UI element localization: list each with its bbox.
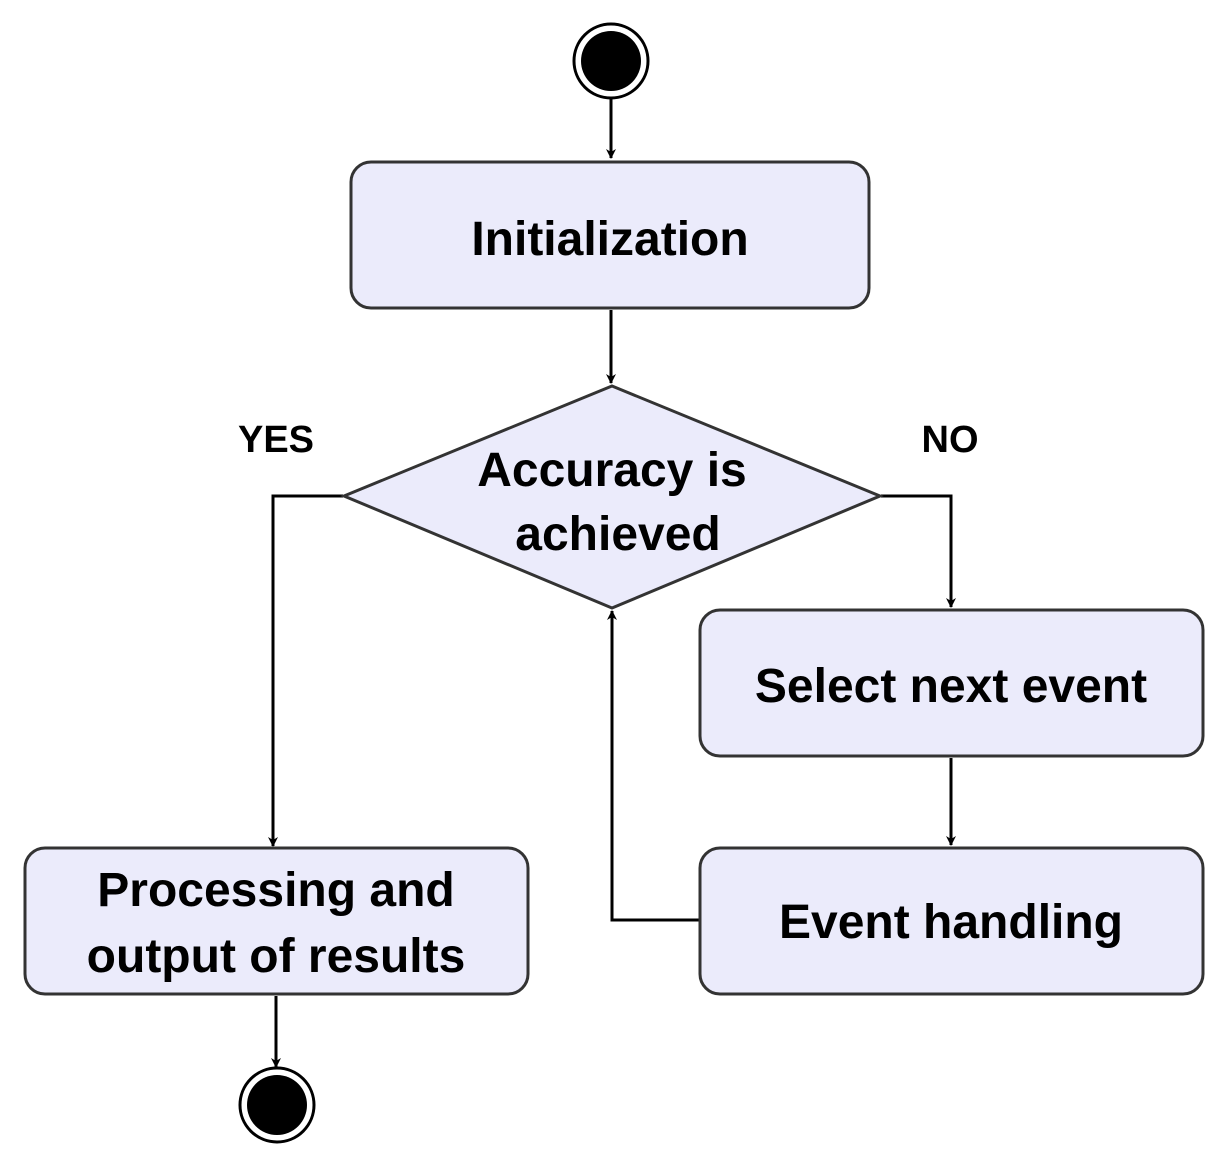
branch-label-no: NO: [922, 419, 979, 461]
node-processing-label-line1: Processing and: [97, 864, 454, 917]
decision-label-line2: achieved: [515, 508, 720, 561]
node-event-handling: Event handling: [698, 846, 1205, 996]
decision-accuracy: Accuracy is achieved: [340, 384, 884, 610]
edge-decision-no: [881, 494, 956, 608]
edge-decision-yes: [268, 494, 343, 847]
node-processing-output: Processing and output of results: [23, 846, 530, 996]
node-initialization: Initialization: [349, 160, 871, 310]
node-event-handling-label: Event handling: [779, 896, 1123, 949]
start-node: [572, 22, 650, 100]
node-processing-label-line2: output of results: [87, 930, 466, 983]
edges: [268, 99, 956, 1068]
branch-label-yes: YES: [238, 419, 314, 461]
decision-label-line1: Accuracy is: [477, 444, 747, 497]
node-initialization-label: Initialization: [471, 213, 748, 266]
end-node: [238, 1066, 316, 1144]
edge-handling-to-decision: [607, 610, 699, 922]
node-select-next-event-label: Select next event: [755, 660, 1147, 713]
node-select-next-event: Select next event: [698, 608, 1205, 758]
